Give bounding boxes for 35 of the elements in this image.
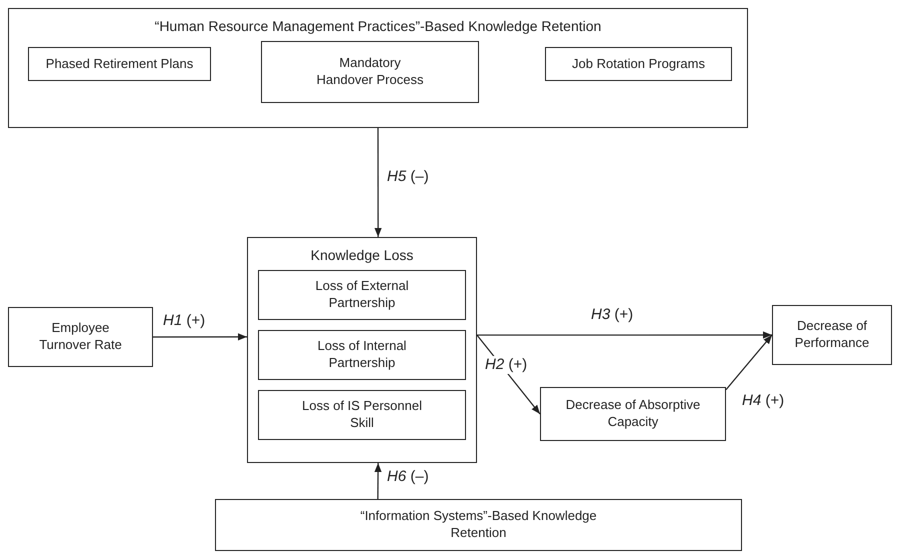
arrow [153, 333, 247, 340]
group-box [8, 8, 748, 128]
box-label: Loss of Internal Partnership [316, 338, 408, 372]
arrow [726, 334, 772, 390]
box-label: “Information Systems”-Based Knowledge Retention [359, 508, 598, 542]
concept-box [215, 499, 742, 551]
group-box [247, 237, 477, 463]
box-label: Loss of External Partnership [314, 278, 410, 312]
box-label: Job Rotation Programs [572, 56, 705, 72]
concept-box [8, 307, 153, 367]
group-heading: Knowledge Loss [310, 246, 414, 264]
box-label: Loss of IS Personnel Skill [301, 398, 423, 432]
arrow [374, 128, 382, 237]
box-label: Phased Retirement Plans [46, 56, 194, 72]
group-heading: “Human Resource Management Practices”-Based Knowledge Retention [154, 17, 602, 36]
box-label: Employee Turnover Rate [38, 320, 123, 354]
concept-box [545, 47, 732, 81]
arrow [477, 331, 772, 339]
concept-box [258, 270, 466, 320]
edge-label: H3 (+) [590, 306, 634, 324]
arrow [374, 463, 382, 499]
edge-label: H1 (+) [162, 312, 206, 330]
concept-box [258, 330, 466, 380]
concept-box [540, 387, 726, 441]
concept-box [258, 390, 466, 440]
box-label: Decrease of Performance [794, 318, 870, 352]
edge-label: H2 (+) [484, 356, 528, 374]
concept-box [772, 305, 892, 365]
box-label: Mandatory Handover Process [316, 55, 424, 89]
edge-label: H6 (–) [386, 468, 430, 486]
concept-box [28, 47, 211, 81]
box-label: Decrease of Absorptive Capacity [564, 397, 702, 431]
edge-label: H4 (+) [741, 392, 786, 410]
concept-box [261, 41, 479, 103]
edge-label: H5 (–) [386, 168, 430, 186]
